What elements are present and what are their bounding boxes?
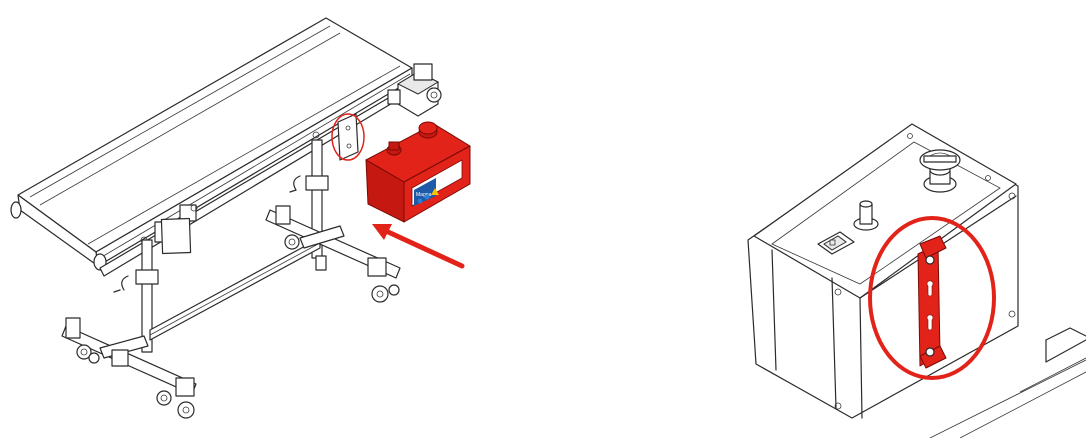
right-base [265,205,401,303]
insert-arrow [372,224,465,269]
red-bracket [917,235,947,369]
conveyor-legs [113,139,329,353]
bracket-callout-circle [868,216,996,380]
box-detail [747,123,1086,438]
rocker-switch [817,231,855,255]
red-control-box: Magna [365,121,471,223]
knob [853,200,879,231]
drive-motor [387,63,442,117]
conveyor-assembly [10,17,442,419]
left-base [61,317,197,419]
box-brand-label: Magna [416,192,432,198]
mount-bracket-callout [331,113,365,161]
emergency-stop [919,149,961,193]
